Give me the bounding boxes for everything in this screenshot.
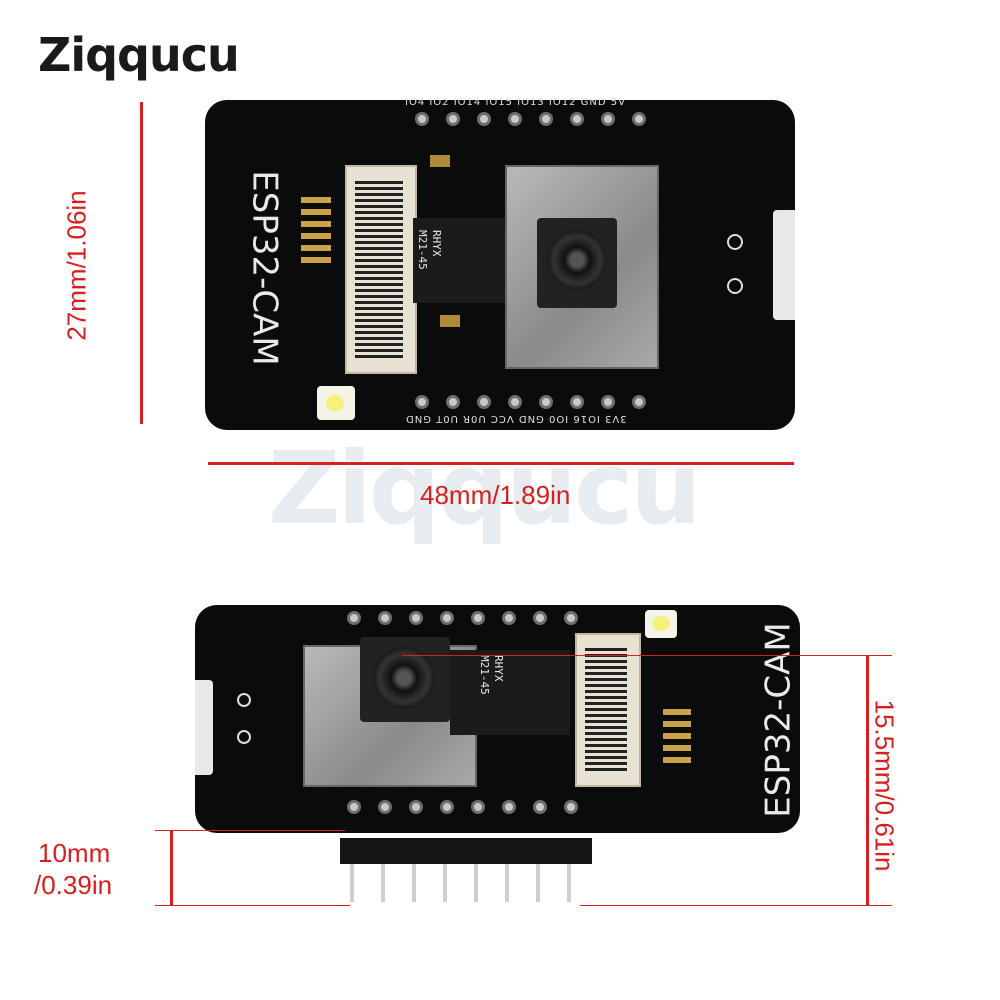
- top-pin-labels: IO4 IO2 IO14 IO15 IO13 IO12 GND 5V: [405, 97, 626, 108]
- board-label: ESP32-CAM: [244, 170, 285, 366]
- ribbon-text-line: RHYX: [492, 655, 505, 682]
- thickness-dim-ref-bottom: [580, 905, 892, 906]
- pad: [446, 112, 460, 126]
- camera-lens: [373, 647, 435, 709]
- board-label: ESP32-CAM: [758, 622, 799, 818]
- brand-logo-text: Ziqqucu: [38, 28, 240, 82]
- pad: [564, 800, 578, 814]
- pin-dim-label-1: 10mm: [38, 838, 111, 868]
- pad: [570, 395, 584, 409]
- pad: [632, 395, 646, 409]
- pad: [477, 112, 491, 126]
- usb-notch: [195, 680, 213, 775]
- thickness-dim-label: 15.5mm/0.61in: [869, 699, 900, 872]
- top-board: IO4 IO2 IO14 IO15 IO13 IO12 GND 5V 3V3 I…: [205, 97, 795, 430]
- pin-dim-line: [170, 830, 173, 905]
- width-dim-label: 48mm/1.89in: [420, 480, 571, 510]
- mount-hole: [237, 693, 251, 707]
- watermark-text: Ziqqucu: [268, 430, 702, 547]
- mount-hole: [727, 278, 743, 294]
- component-grid: [663, 705, 691, 763]
- pin-dim-ref-bottom: [155, 905, 350, 906]
- ribbon-text: RHYX M21-45: [477, 655, 505, 695]
- pin-header: [340, 838, 592, 864]
- led-dot: [652, 616, 670, 631]
- thickness-dim-ref-top: [402, 655, 892, 656]
- component-grid: [301, 195, 331, 263]
- ribbon-text: RHYX M21-45: [415, 230, 443, 270]
- header-pin: [474, 864, 478, 902]
- pad: [440, 800, 454, 814]
- pad: [632, 112, 646, 126]
- pad: [446, 395, 460, 409]
- pad: [564, 611, 578, 625]
- brand-watermark: Ziqqucu: [268, 430, 702, 547]
- pad: [502, 800, 516, 814]
- usb-notch: [773, 210, 795, 320]
- pad: [502, 611, 516, 625]
- pad: [440, 611, 454, 625]
- height-dim-line: [140, 102, 143, 424]
- smd-component: [440, 315, 460, 327]
- fpc-contacts: [355, 178, 403, 358]
- pad: [347, 800, 361, 814]
- pad: [378, 800, 392, 814]
- pad: [378, 611, 392, 625]
- led-dot: [326, 395, 344, 411]
- pad: [415, 395, 429, 409]
- pad: [471, 800, 485, 814]
- header-pin: [350, 864, 354, 902]
- pin-dim-ref-top: [155, 830, 345, 831]
- pad: [539, 112, 553, 126]
- brand-logo: Ziqqucu: [38, 28, 240, 82]
- width-dim-line: [208, 462, 794, 465]
- pad: [415, 112, 429, 126]
- pad: [601, 112, 615, 126]
- header-pin: [412, 864, 416, 902]
- ribbon-text-line: M21-45: [478, 655, 491, 695]
- bottom-pin-labels: 3V3 IO16 IO0 GND VCC U0R U0T GND: [405, 413, 627, 424]
- pad: [508, 395, 522, 409]
- pad: [533, 611, 547, 625]
- camera-lens: [547, 230, 607, 290]
- header-pin: [505, 864, 509, 902]
- pad: [409, 611, 423, 625]
- mount-hole: [727, 234, 743, 250]
- bottom-board: RHYX M21-45 ESP32-CAM: [195, 605, 800, 833]
- header-pin: [567, 864, 571, 902]
- ribbon-text-line: M21-45: [416, 230, 429, 270]
- header-pin: [443, 864, 447, 902]
- pad: [508, 112, 522, 126]
- fpc-contacts: [585, 645, 627, 771]
- header-pin: [536, 864, 540, 902]
- pad: [533, 800, 547, 814]
- pad: [471, 611, 485, 625]
- header-pin: [381, 864, 385, 902]
- height-dim-label: 27mm/1.06in: [61, 190, 92, 341]
- ribbon-text-line: RHYX: [430, 230, 443, 257]
- pad: [539, 395, 553, 409]
- mount-hole: [237, 730, 251, 744]
- pad: [409, 800, 423, 814]
- pad: [347, 611, 361, 625]
- camera-ribbon: [450, 650, 570, 735]
- pad: [601, 395, 615, 409]
- smd-component: [430, 155, 450, 167]
- pin-dim-label-2: /0.39in: [34, 870, 113, 900]
- thickness-dim-line: [866, 655, 869, 905]
- pad: [477, 395, 491, 409]
- camera-ribbon: [413, 218, 518, 303]
- pad: [570, 112, 584, 126]
